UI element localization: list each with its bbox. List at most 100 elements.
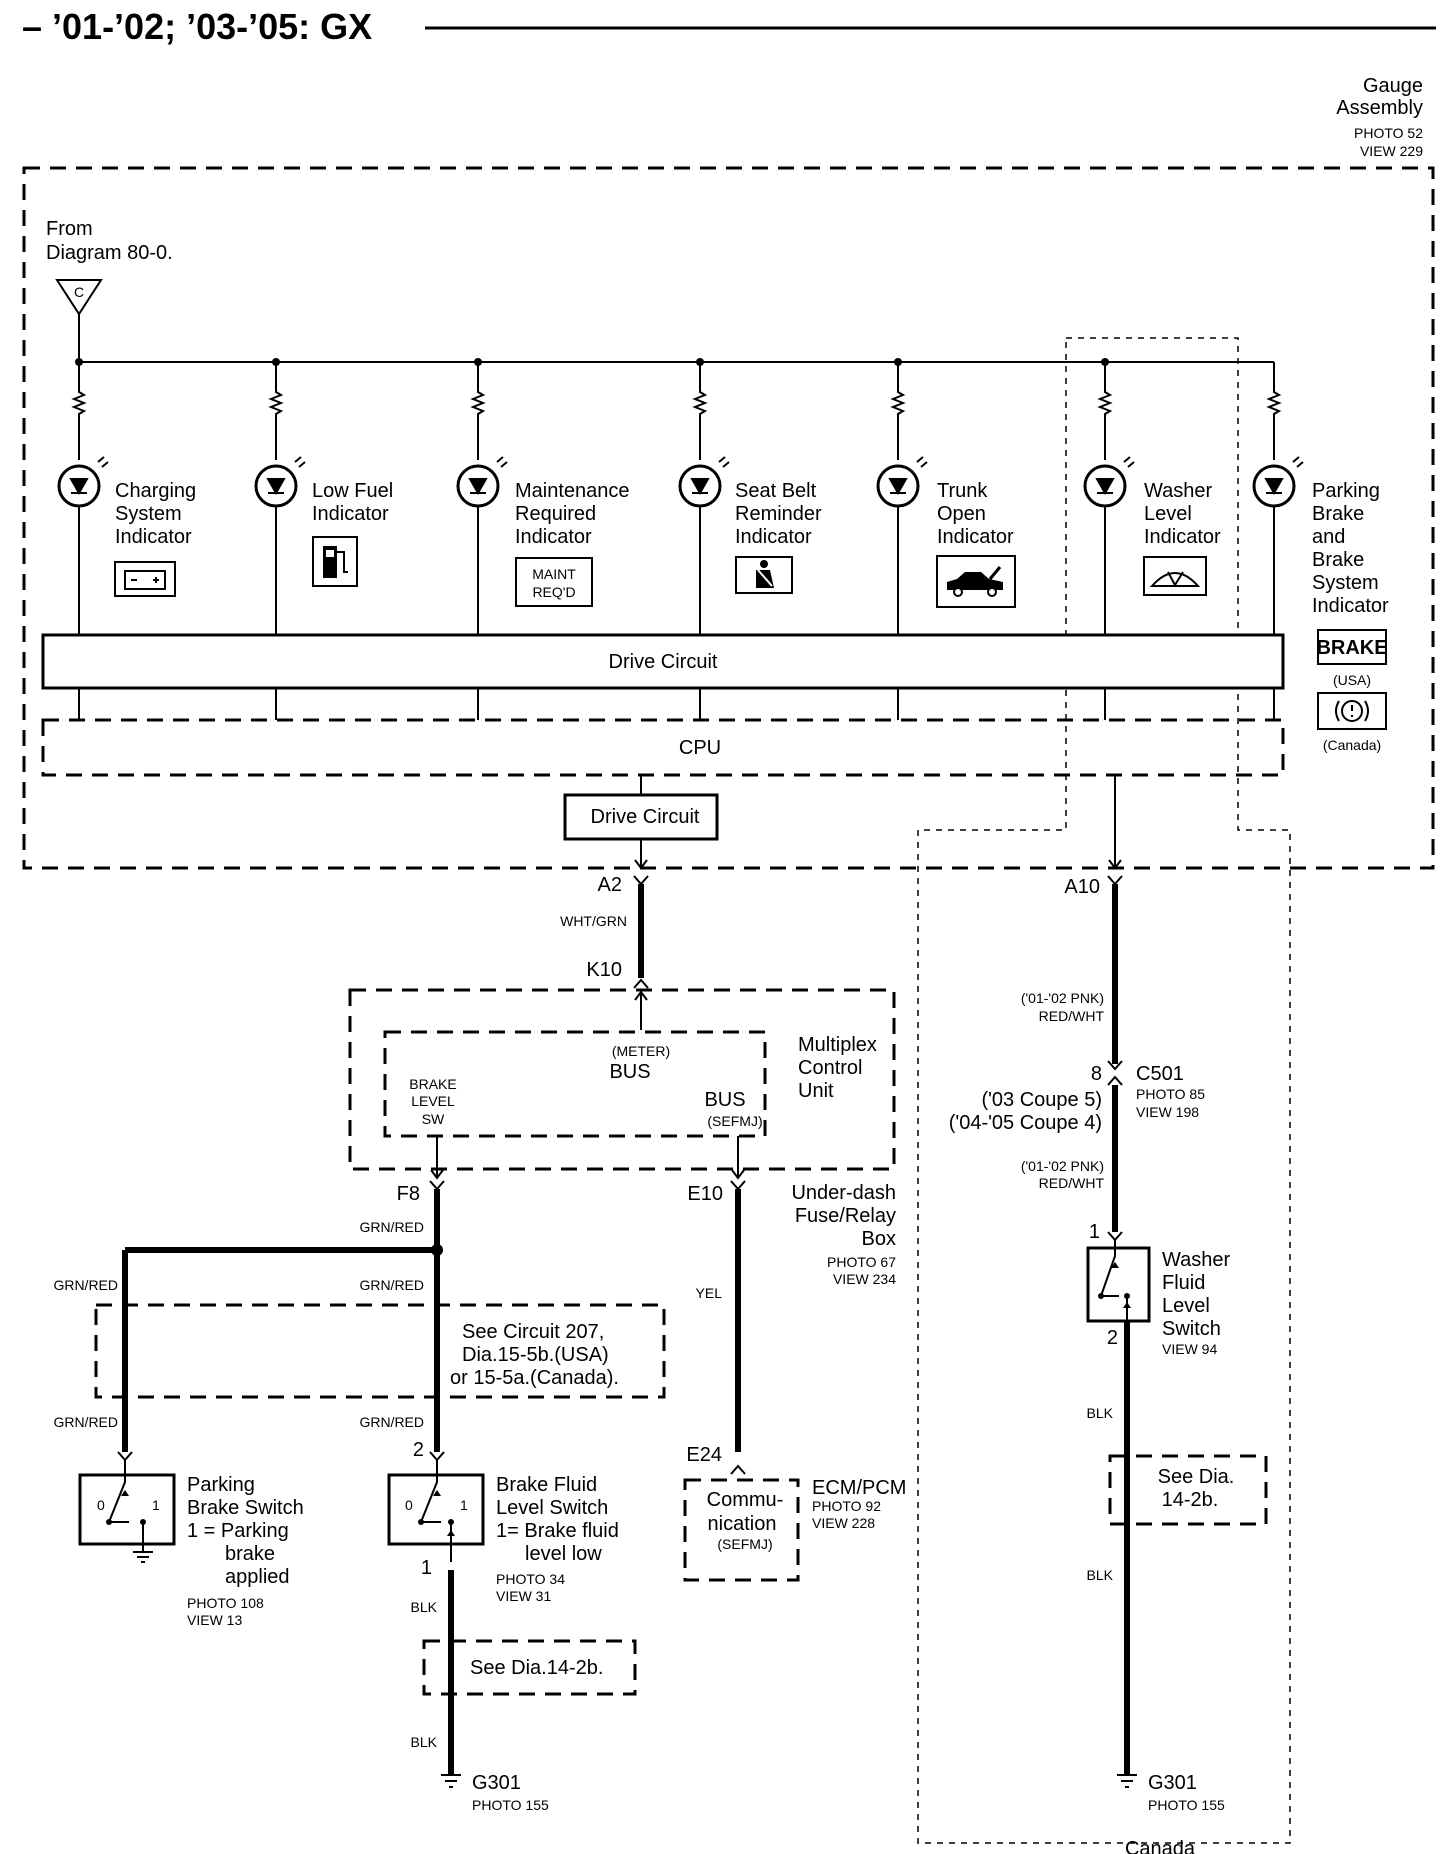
- svg-text:Open: Open: [937, 503, 986, 525]
- parking-brake-switch: [78, 1473, 176, 1546]
- svg-text:Brake Fluid: Brake Fluid: [496, 1474, 597, 1496]
- indicator-trunk: Trunk Open Indicator: [876, 362, 1016, 712]
- svg-text:VIEW 13: VIEW 13: [187, 1612, 242, 1628]
- connector-a2: A2: [598, 874, 622, 896]
- washer-icon: [1143, 556, 1207, 596]
- svg-text:Washer: Washer: [1144, 480, 1213, 502]
- svg-text:(Canada): (Canada): [1323, 737, 1381, 753]
- wire-label-wht-grn: WHT/GRN: [560, 913, 627, 929]
- svg-text:Unit: Unit: [798, 1080, 834, 1102]
- svg-text:Indicator: Indicator: [515, 526, 592, 548]
- svg-text:BRAKE: BRAKE: [409, 1076, 456, 1092]
- indicator-parking-brake: Parking Brake and Brake System Indicator…: [1252, 362, 1389, 753]
- wire-label-yel: YEL: [696, 1285, 723, 1301]
- ground-right-photo: PHOTO 155: [1148, 1797, 1225, 1813]
- indicator-washer: Washer Level Indicator: [1083, 362, 1221, 712]
- washer-fluid-switch-symbol: [1098, 1248, 1131, 1321]
- svg-text:PHOTO 67: PHOTO 67: [827, 1254, 896, 1270]
- svg-text:Brake: Brake: [1312, 503, 1364, 525]
- svg-text:REQ'D: REQ'D: [532, 584, 575, 600]
- indicator-maintenance: Maintenance Required Indicator MAINT REQ…: [456, 362, 630, 712]
- svg-text:Control: Control: [798, 1057, 862, 1079]
- ecm-communication-block: [683, 1478, 800, 1582]
- svg-text:and: and: [1312, 526, 1345, 548]
- wire-label-pnk-1: ('01-'02 PNK): [1021, 990, 1104, 1006]
- mcu-labels: (METER) BUS BRAKE LEVEL SW BUS (SEFMJ) M…: [409, 1034, 877, 1129]
- bus-lines: [78, 688, 1275, 720]
- svg-text:1: 1: [460, 1497, 468, 1513]
- wire-label-grn-red-c: GRN/RED: [359, 1277, 424, 1293]
- see-dia-left-box: [422, 1639, 637, 1696]
- ecm-view: VIEW 228: [812, 1515, 875, 1531]
- underdash-fuse-box-label: Under-dash Fuse/Relay Box PHOTO 67 VIEW …: [791, 1182, 896, 1287]
- brake-fluid-pin-top: 2: [413, 1439, 424, 1461]
- svg-text:LEVEL: LEVEL: [411, 1093, 455, 1109]
- c501-pin: 8: [1091, 1063, 1102, 1085]
- cpu-label: CPU: [679, 737, 721, 759]
- ground-right-icon: [1117, 1774, 1137, 1788]
- svg-text:0: 0: [405, 1497, 413, 1513]
- svg-text:Charging: Charging: [115, 480, 196, 502]
- see-circuit-line3: or 15-5a.(Canada).: [450, 1367, 619, 1389]
- see-dia-right-line2: 14-2b.: [1162, 1489, 1219, 1511]
- page-title: – ’01-’02; ’03-’05: GX: [22, 6, 372, 47]
- svg-text:(SEFMJ): (SEFMJ): [707, 1113, 762, 1129]
- svg-text:BUS: BUS: [609, 1061, 650, 1083]
- see-dia-right-box: [1108, 1454, 1268, 1526]
- svg-text:From: From: [46, 218, 93, 240]
- connector-f8: F8: [397, 1183, 420, 1205]
- see-circuit-line2: Dia.15-5b.(USA): [462, 1344, 609, 1366]
- gauge-assembly-label: Gauge Assembly PHOTO 52 VIEW 229: [1336, 75, 1423, 159]
- wire-label-red-wht-2: RED/WHT: [1039, 1175, 1105, 1191]
- wire-label-pnk-2: ('01-'02 PNK): [1021, 1158, 1104, 1174]
- svg-text:Low Fuel: Low Fuel: [312, 480, 393, 502]
- wire-label-blk-a: BLK: [411, 1599, 438, 1615]
- svg-text:VIEW 94: VIEW 94: [1162, 1341, 1217, 1357]
- svg-text:PHOTO 34: PHOTO 34: [496, 1571, 565, 1587]
- svg-text:Fuse/Relay: Fuse/Relay: [795, 1205, 896, 1227]
- drive-circuit-small-label: Drive Circuit: [591, 806, 700, 828]
- canada-region: [917, 337, 1291, 1844]
- svg-text:Indicator: Indicator: [312, 503, 389, 525]
- see-dia-left: See Dia.14-2b.: [470, 1657, 603, 1679]
- svg-text:Level Switch: Level Switch: [496, 1497, 608, 1519]
- ecm-photo: PHOTO 92: [812, 1498, 881, 1514]
- svg-text:Level: Level: [1162, 1295, 1210, 1317]
- parking-switch-ground-icon: [133, 1544, 153, 1563]
- drive-circuit-small-block: [563, 793, 719, 841]
- c501-photo: PHOTO 85: [1136, 1086, 1205, 1102]
- svg-text:Brake: Brake: [1312, 549, 1364, 571]
- svg-text:1= Brake fluid: 1= Brake fluid: [496, 1520, 619, 1542]
- ground-left-name: G301: [472, 1772, 521, 1794]
- connector-c-letter: C: [74, 284, 84, 300]
- seatbelt-icon: [735, 556, 793, 594]
- see-circuit-line1: See Circuit 207,: [462, 1321, 604, 1343]
- brake-fluid-pin-bot: 1: [421, 1557, 432, 1579]
- ecm-line2: nication: [708, 1513, 777, 1535]
- svg-text:Gauge: Gauge: [1363, 75, 1423, 97]
- svg-text:SW: SW: [422, 1111, 445, 1127]
- car-trunk-icon: [936, 555, 1016, 608]
- svg-text:(METER): (METER): [612, 1043, 670, 1059]
- brake-canada-icon: [1317, 692, 1387, 730]
- wire-label-red-wht-1: RED/WHT: [1039, 1008, 1105, 1024]
- connector-c501: C501: [1136, 1063, 1184, 1085]
- ecm-line1: Commu-: [707, 1489, 784, 1511]
- svg-text:MAINT: MAINT: [532, 566, 576, 582]
- svg-text:Seat Belt: Seat Belt: [735, 480, 817, 502]
- parking-brake-switch-label: Parking Brake Switch 1 = Parking brake a…: [187, 1474, 304, 1628]
- see-dia-right-line1: See Dia.: [1158, 1466, 1235, 1488]
- svg-text:Indicator: Indicator: [1312, 595, 1389, 617]
- svg-text:VIEW 229: VIEW 229: [1360, 143, 1423, 159]
- svg-text:Level: Level: [1144, 503, 1192, 525]
- svg-text:level low: level low: [525, 1543, 602, 1565]
- washer-fluid-switch: [1086, 1246, 1151, 1323]
- c501-coupe4: ('04-'05 Coupe 4): [949, 1112, 1102, 1134]
- multiplex-control-unit: [348, 988, 896, 1171]
- svg-text:Multiplex: Multiplex: [798, 1034, 877, 1056]
- washer-fluid-switch-label: Washer Fluid Level Switch VIEW 94: [1162, 1249, 1231, 1357]
- svg-text:(USA): (USA): [1333, 672, 1371, 688]
- svg-text:0: 0: [97, 1497, 105, 1513]
- svg-text:PHOTO 52: PHOTO 52: [1354, 125, 1423, 141]
- wire-label-grn-red-b: GRN/RED: [53, 1277, 118, 1293]
